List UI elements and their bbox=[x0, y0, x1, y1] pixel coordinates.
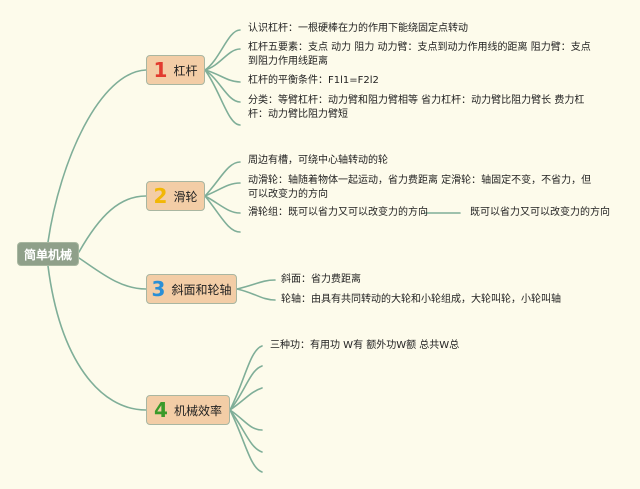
connector-b4-4 bbox=[229, 409, 263, 431]
branch-2-label: 滑轮 bbox=[173, 189, 198, 204]
connector-root-branch-1 bbox=[47, 69, 147, 243]
connector-b4-1 bbox=[229, 345, 263, 411]
connector-b4-5 bbox=[229, 409, 263, 453]
connector-b1-5 bbox=[204, 69, 241, 126]
branch-1-number: 1 bbox=[153, 58, 168, 82]
connector-b1-4 bbox=[204, 69, 241, 103]
branch-1-label: 杠杆 bbox=[173, 63, 198, 78]
connector-b2-1 bbox=[204, 161, 241, 197]
branch-3-number: 3 bbox=[151, 277, 166, 301]
branch-1-item-3: 杠杆的平衡条件：F1l1=F2l2 bbox=[248, 75, 379, 86]
branch-2-item-2: 动滑轮：轴随着物体一起运动，省力费距离 定滑轮：轴固定不变，不省力，但可以改变力… bbox=[248, 175, 592, 200]
branch-3-label: 斜面和轮轴 bbox=[171, 282, 232, 297]
connector-b1-3 bbox=[204, 69, 241, 83]
branch-3-node[interactable]: 3 斜面和轮轴 bbox=[146, 274, 237, 304]
branch-4-node[interactable]: 4 机械效率 bbox=[146, 395, 230, 425]
connector-b2-4 bbox=[204, 195, 241, 233]
branch-1-item-2: 杠杆五要素：支点 动力 阻力 动力臂：支点到动力作用线的距离 阻力臂：支点到阻力… bbox=[248, 42, 591, 67]
branch-2-item-3: 滑轮组：既可以省力又可以改变力的方向 bbox=[248, 207, 428, 218]
branch-1-item-4: 分类：等臂杠杆：动力臂和阻力臂相等 省力杠杆：动力臂比阻力臂长 费力杠杆：动力臂… bbox=[248, 95, 585, 120]
branch-3-item-1: 斜面：省力费距离 bbox=[281, 274, 361, 285]
connector-root-branch-2 bbox=[78, 195, 147, 253]
branch-2-extra: 既可以省力又可以改变力的方向 bbox=[470, 207, 610, 218]
root-label: 简单机械 bbox=[23, 247, 72, 262]
connector-root-branch-3 bbox=[78, 257, 147, 290]
connector-b1-1 bbox=[204, 29, 241, 71]
connector-b2-3 bbox=[204, 195, 241, 214]
branch-2-number: 2 bbox=[153, 184, 168, 208]
connector-b3-2 bbox=[236, 288, 276, 301]
branch-4-label: 机械效率 bbox=[173, 403, 222, 418]
connector-root-branch-4 bbox=[47, 265, 147, 411]
connector-b4-2 bbox=[229, 365, 263, 411]
branch-2-item-1: 周边有槽，可绕中心轴转动的轮 bbox=[248, 155, 388, 166]
branch-2-node[interactable]: 2 滑轮 bbox=[146, 181, 205, 211]
connector-b1-2 bbox=[204, 48, 241, 71]
root-node[interactable]: 简单机械 bbox=[17, 242, 79, 266]
connector-b2-2 bbox=[204, 182, 241, 197]
connector-b4-6 bbox=[229, 409, 263, 473]
branch-3-item-2: 轮轴：由具有共同转动的大轮和小轮组成，大轮叫轮，小轮叫轴 bbox=[281, 294, 561, 305]
branch-4-item-1: 三种功：有用功 W有 额外功W额 总共W总 bbox=[270, 340, 460, 351]
branch-4-number: 4 bbox=[154, 398, 168, 422]
branch-1-node[interactable]: 1 杠杆 bbox=[146, 55, 205, 85]
connector-b3-1 bbox=[236, 279, 276, 290]
connector-b4-3 bbox=[229, 387, 263, 411]
branch-1-item-1: 认识杠杆：一根硬棒在力的作用下能绕固定点转动 bbox=[248, 23, 468, 34]
